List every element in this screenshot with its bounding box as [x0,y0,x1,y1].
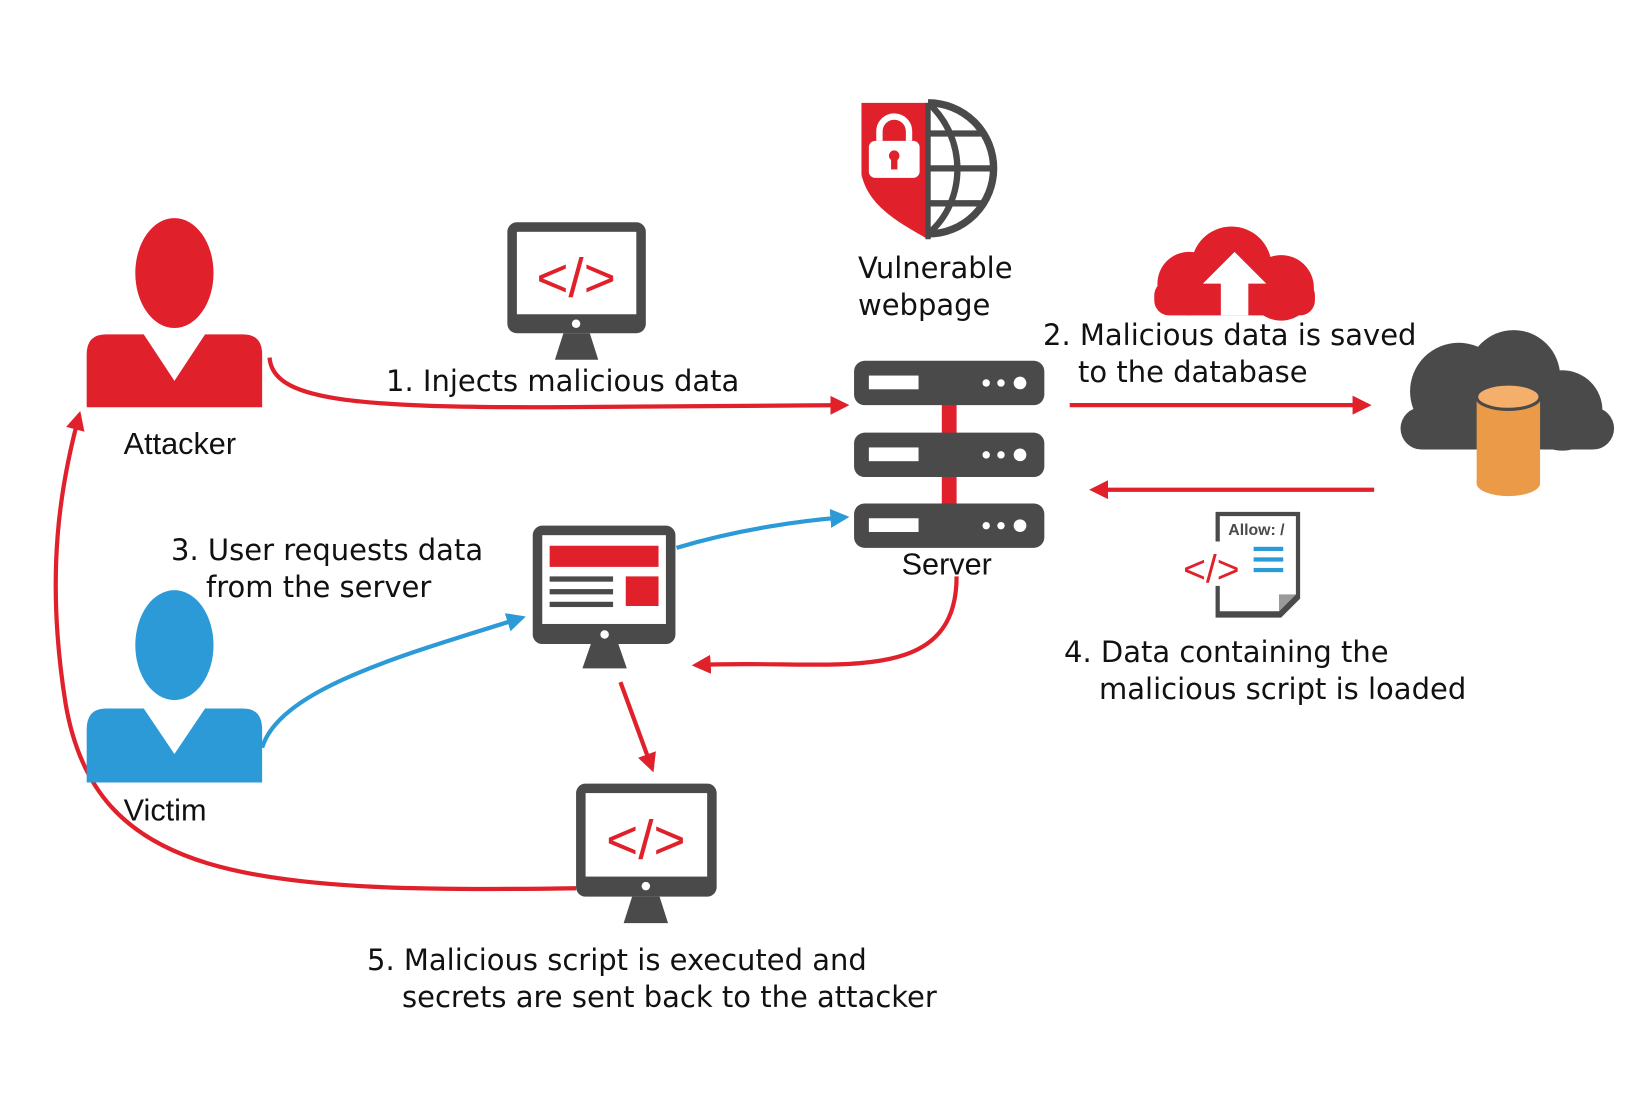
webpage-label-line-1: Vulnerable [858,251,1013,285]
code-document-icon: Allow: / </> [1171,511,1301,618]
victim-label: Victim [124,794,207,828]
arrow-inject [267,357,850,415]
shield-lock-globe-icon [861,99,998,240]
webpage-label: Vulnerable webpage [858,250,1013,324]
step2-line-2: to the database [1078,355,1308,389]
arrow-browser-to-script [618,681,656,773]
svg-text:</>: </> [1183,549,1240,592]
webpage-label-line-2: webpage [858,288,991,322]
step5-line-1: 5. Malicious script is executed and [367,943,867,977]
step4-line-2: malicious script is loaded [1099,672,1467,706]
arrow-browser-to-server [675,508,850,550]
step5-line-2: secrets are sent back to the attacker [402,980,937,1014]
cloud-database-icon [1400,330,1615,497]
step3-line-2: from the server [206,570,432,604]
code-monitor-icon: </> [507,222,646,360]
server-label: Server [902,547,992,581]
svg-text:</>: </> [606,809,685,871]
step1-label: 1. Injects malicious data [386,363,739,400]
webpage-monitor-icon [532,525,676,669]
svg-text:Allow: /: Allow: / [1228,522,1285,539]
svg-text:</>: </> [536,246,615,308]
code-monitor-icon: </> [576,783,717,924]
attacker-label: Attacker [124,427,236,461]
step3-label: 3. User requests data from the server [171,532,483,606]
arrow-victim-to-browser [260,613,526,749]
cloud-upload-icon [1154,226,1315,321]
step4-line-1: 4. Data containing the [1064,635,1389,669]
arrow-exfiltrate [53,410,577,892]
victim-icon [86,590,263,783]
step4-label: 4. Data containing the malicious script … [1064,634,1466,708]
arrow-server-to-browser [691,576,959,674]
step5-label: 5. Malicious script is executed and secr… [367,942,937,1016]
step2-line-1: 2. Malicious data is saved [1043,318,1417,352]
step2-label: 2. Malicious data is saved to the databa… [1043,317,1416,391]
server-rack-icon [854,360,1045,548]
step1-text: 1. Injects malicious data [386,364,740,398]
step3-line-1: 3. User requests data [171,533,484,567]
attacker-icon [86,218,263,408]
